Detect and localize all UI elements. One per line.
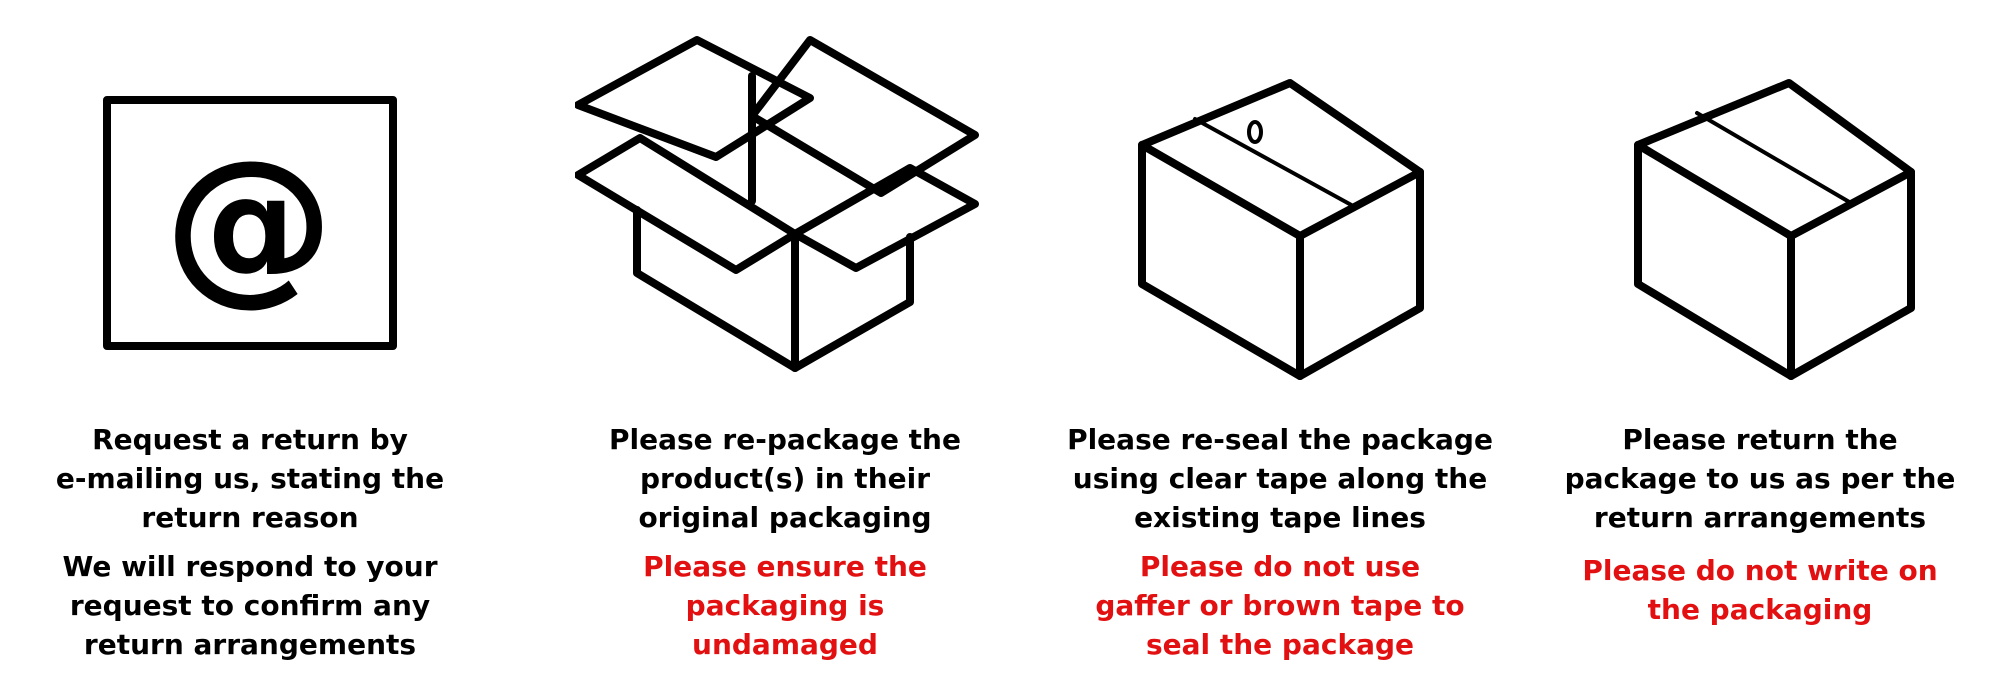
step-return-warning-text: Please do not write on the packaging xyxy=(1582,554,1938,626)
open-box-icon xyxy=(575,36,979,372)
step-repackage-warning-text: Please ensure the packaging is undamaged xyxy=(643,550,927,661)
step-email-primary-text: Request a return by e-mailing us, statin… xyxy=(55,423,445,534)
step-email-secondary-text: We will respond to your request to confi… xyxy=(62,550,438,661)
step-reseal: Please re-seal the package using clear t… xyxy=(1055,0,1505,697)
taped-box-icon xyxy=(1138,79,1424,380)
step-repackage: Please re-package the product(s) in thei… xyxy=(575,0,995,697)
at-sign-icon: @ xyxy=(103,96,397,350)
step-email-request: @ Request a return by e-mailing us, stat… xyxy=(40,0,460,697)
step-reseal-warning-text: Please do not use gaffer or brown tape t… xyxy=(1095,550,1465,661)
step-return-package: Please return the package to us as per t… xyxy=(1560,0,1960,697)
step-reseal-primary-text: Please re-seal the package using clear t… xyxy=(1067,423,1493,534)
tape-roll-icon xyxy=(1247,120,1263,144)
at-symbol: @ xyxy=(164,124,334,322)
step-return-primary-text: Please return the package to us as per t… xyxy=(1564,423,1956,534)
step-repackage-primary-text: Please re-package the product(s) in thei… xyxy=(609,423,961,534)
sealed-box-icon xyxy=(1634,79,1915,380)
